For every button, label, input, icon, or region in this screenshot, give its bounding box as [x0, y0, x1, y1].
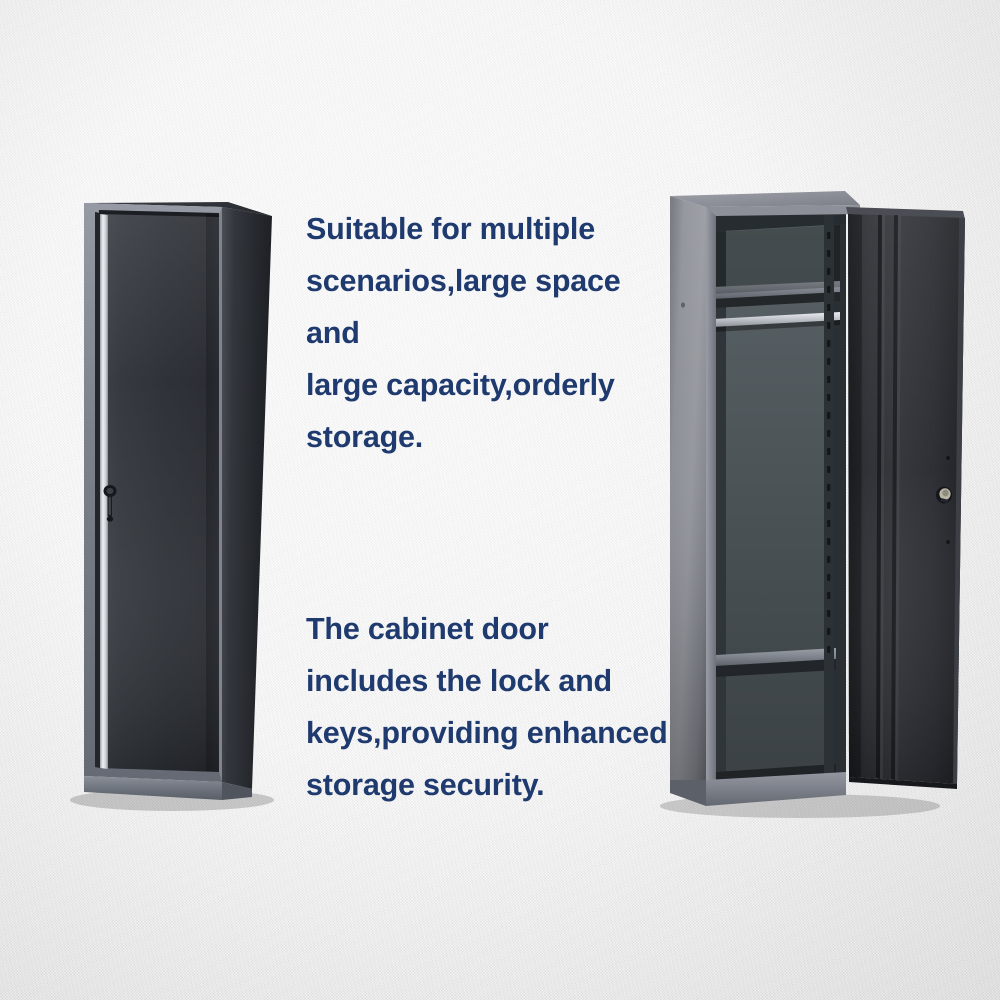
left-cabinet-door-inner-shadow — [206, 214, 219, 772]
right-cabinet-door-screw-upper — [946, 456, 950, 460]
right-cabinet-door-screw-lower — [946, 540, 950, 544]
right-cabinet-side-vent-hole — [681, 302, 685, 308]
right-cabinet-hanging-rod-shadow — [713, 320, 840, 332]
right-cabinet-top-face — [670, 191, 860, 207]
right-cabinet-door-groove-2 — [891, 215, 898, 780]
right-cabinet-door-top-edge — [846, 207, 965, 219]
right-cabinet-hanging-rod — [713, 312, 840, 327]
right-cabinet-lower-shelf-underside — [716, 659, 836, 677]
left-cabinet-right-frame-edge — [219, 207, 222, 782]
right-cabinet-interior-right-wall — [834, 207, 846, 793]
right-cabinet-door-hinge-band — [848, 214, 862, 778]
right-cabinet-door-groove-2-highlight — [895, 215, 901, 780]
caption-top: Suitable for multiple scenarios,large sp… — [306, 212, 621, 454]
left-cabinet-top-face — [84, 202, 272, 216]
caption-bottom: The cabinet door includes the lock and k… — [306, 612, 668, 802]
left-cabinet-plinth-front — [84, 776, 222, 800]
right-cabinet-lower-shelf — [716, 648, 836, 666]
left-cabinet-plinth-side — [222, 782, 252, 800]
right-cabinet-side-panel-shading — [670, 196, 706, 806]
left-cabinet-door-reveal — [95, 212, 100, 768]
right-cabinet-front-frame-top — [706, 205, 860, 216]
right-cabinet-door-groove-1-highlight — [880, 215, 885, 779]
left-cabinet-side-panel — [222, 207, 272, 789]
right-cabinet-door-right-edge — [953, 218, 965, 784]
right-cabinet-front-frame-left — [706, 207, 716, 806]
right-cabinet-door-bottom-edge — [849, 777, 957, 789]
right-cabinet-door-groove-1 — [876, 215, 882, 779]
right-cabinet-door-lock[interactable] — [936, 486, 952, 504]
right-cabinet-upper-compartment-shadow — [713, 225, 840, 294]
right-cabinet-door-panel-sheen — [848, 214, 965, 784]
left-cabinet-top-reveal — [99, 210, 219, 217]
right-cabinet-top-shelf-underside — [713, 292, 840, 308]
left-cabinet-door-sheen — [99, 212, 219, 772]
right-cabinet-top-shelf — [713, 281, 840, 299]
right-cabinet-shelf-adjustment-strip — [824, 208, 834, 792]
right-cabinet-plinth-front — [706, 772, 846, 806]
right-cabinet-plinth-left — [670, 780, 706, 806]
left-cabinet-lock-with-key[interactable] — [103, 485, 117, 522]
